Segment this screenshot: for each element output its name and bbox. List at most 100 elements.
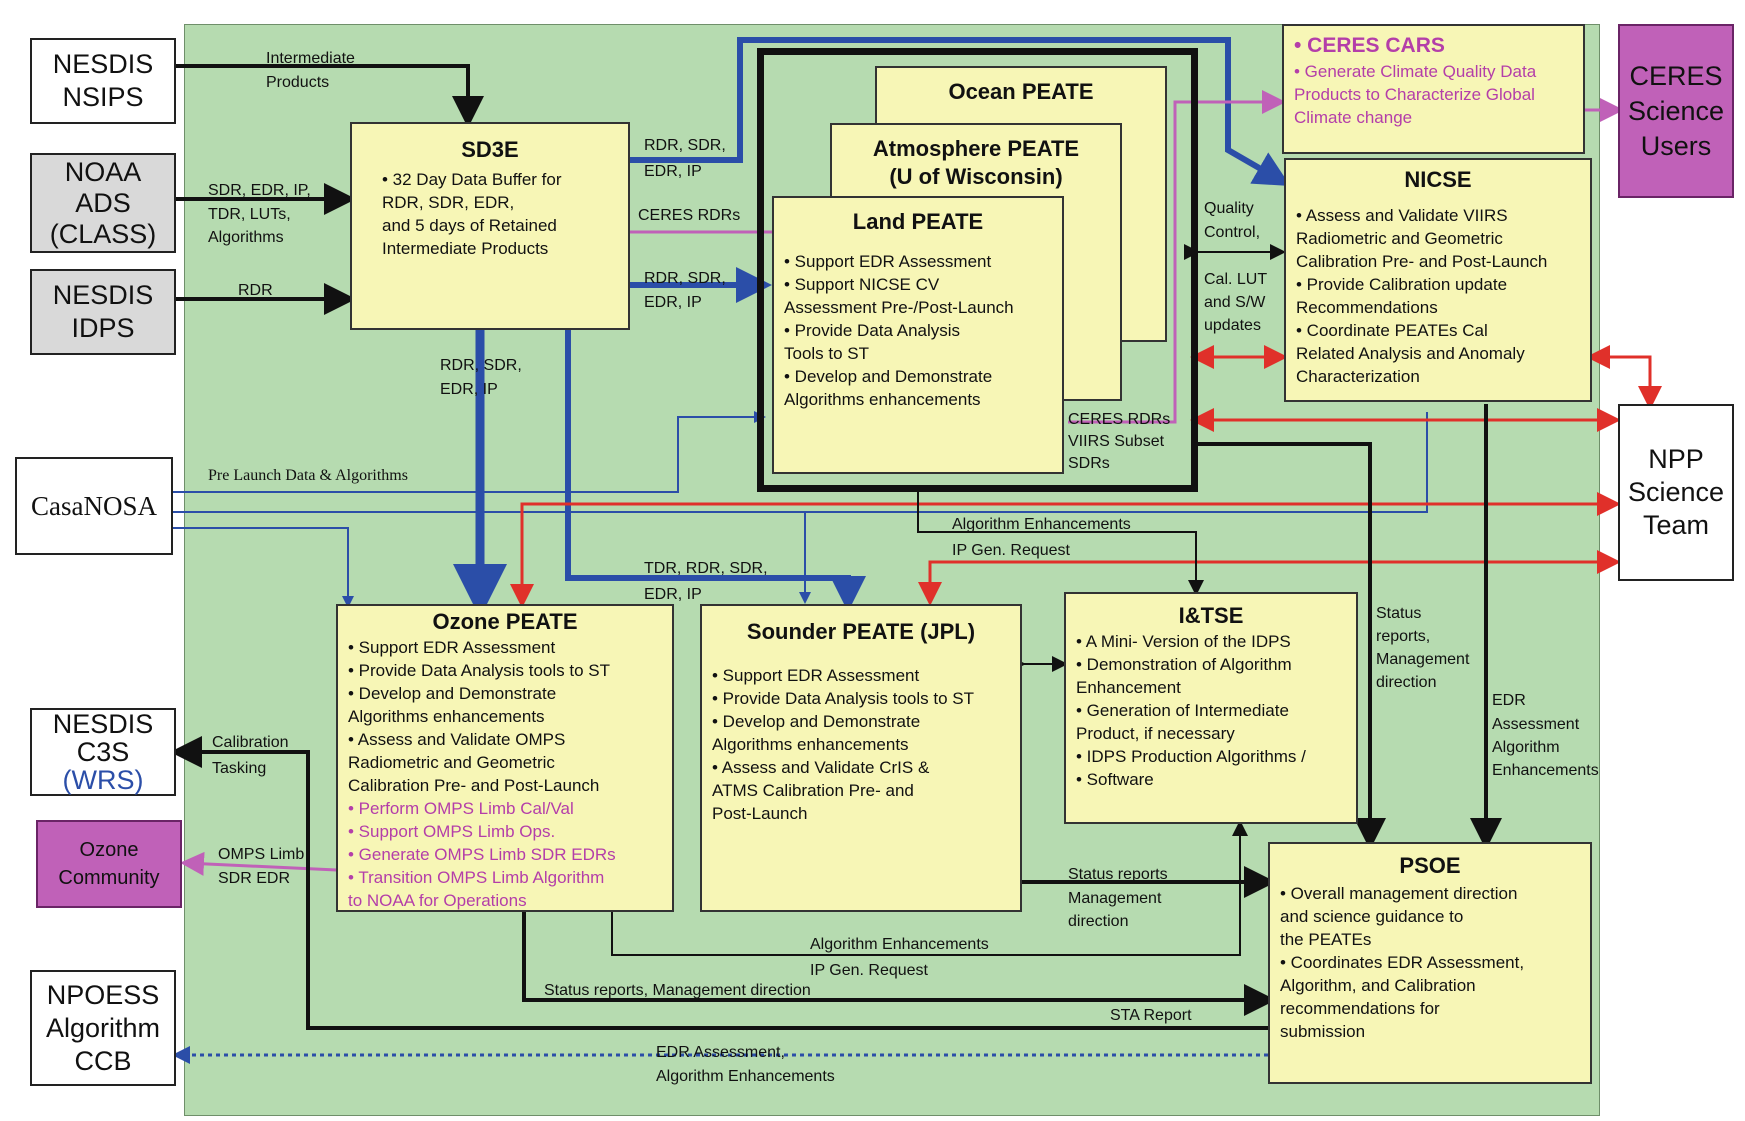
ocean-peate-title: Ocean PEATE: [948, 79, 1094, 104]
psoe-line: and science guidance to: [1280, 907, 1464, 926]
sd3e-text: • 32 Day Data Buffer for RDR, SDR, EDR, …: [352, 164, 628, 264]
ozone-line: Algorithms enhancements: [348, 707, 545, 726]
psoe-line: • Overall management direction: [1280, 884, 1518, 903]
ozone-line: • Develop and Demonstrate: [348, 684, 557, 703]
sd3e-line: • 32 Day Data Buffer for: [382, 170, 562, 189]
ozone-line: Calibration Pre- and Post-Launch: [348, 776, 600, 795]
ceres-cars-box: • CERES CARS • Generate Climate Quality …: [1282, 24, 1585, 154]
npoess-ccb-label: NPOESS Algorithm CCB: [45, 979, 161, 1076]
psoe-title: PSOE: [1399, 853, 1461, 878]
label-updates: updates: [1204, 317, 1261, 334]
label-status-1: Status: [1376, 605, 1422, 622]
nicse-line: • Coordinate PEATEs Cal: [1296, 321, 1488, 340]
label-edr-assess-3: Algorithm: [1492, 739, 1560, 756]
label-viirs-subset: VIIRS Subset: [1068, 433, 1165, 450]
label-sta-report: STA Report: [1110, 1007, 1192, 1024]
label-edr-assess-1: EDR: [1492, 692, 1526, 709]
land-line: • Develop and Demonstrate: [784, 367, 993, 386]
label-ceres-rdrs2: CERES RDRs: [1068, 411, 1171, 428]
label-omps-limb-1: OMPS Limb: [218, 846, 305, 863]
nesdis-c3s-label: NESDIS C3S: [52, 709, 154, 767]
ceres-cars-title: • CERES CARS: [1294, 34, 1445, 57]
ozone-line: • Support EDR Assessment: [348, 638, 556, 657]
label-edr-assess-4: Enhancements: [1492, 762, 1599, 779]
itse-title: I&TSE: [1178, 603, 1244, 628]
land-line: • Provide Data Analysis: [784, 321, 961, 340]
psoe-text: • Overall management direction and scien…: [1270, 880, 1590, 1047]
label-rdr-sdr-1: RDR, SDR,: [644, 137, 726, 154]
label-rdr-sdr-2: RDR, SDR,: [644, 270, 726, 287]
label-algorithms: Algorithms: [208, 229, 284, 246]
psoe-line: recommendations for: [1280, 999, 1440, 1018]
itse-box: I&TSE • A Mini- Version of the IDPS • De…: [1064, 592, 1358, 824]
sd3e-line: and 5 days of Retained: [382, 216, 557, 235]
ozone-peate-title: Ozone PEATE: [432, 609, 578, 634]
label-status-mid-3: direction: [1068, 913, 1129, 930]
land-line: Assessment Pre-/Post-Launch: [784, 298, 1014, 317]
label-status-4: direction: [1376, 674, 1437, 691]
sounder-peate-box: Sounder PEATE (JPL) • Support EDR Assess…: [700, 604, 1022, 912]
noaa-ads-box: NOAA ADS (CLASS): [30, 153, 176, 253]
ozone-pink-line: • Perform OMPS Limb Cal/Val: [348, 799, 574, 818]
ozone-pink-line: • Transition OMPS Limb Algorithm: [348, 868, 605, 887]
sounder-peate-text: • Support EDR Assessment • Provide Data …: [702, 660, 1020, 829]
land-line: • Support NICSE CV: [784, 275, 940, 294]
npoess-ccb-box: NPOESS Algorithm CCB: [30, 970, 176, 1086]
nicse-line: • Assess and Validate VIIRS: [1296, 206, 1508, 225]
label-ip-gen-top: IP Gen. Request: [952, 542, 1070, 559]
ozone-line: • Assess and Validate OMPS: [348, 730, 566, 749]
nicse-line: Calibration Pre- and Post-Launch: [1296, 252, 1548, 271]
ozone-line: Radiometric and Geometric: [348, 753, 555, 772]
itse-line: Enhancement: [1076, 678, 1181, 697]
label-cal-lut: Cal. LUT: [1204, 271, 1268, 288]
nesdis-nsips-box: NESDIS NSIPS: [30, 38, 176, 124]
casanosa-box: CasaNOSA: [15, 457, 173, 555]
ads-label: ADS: [75, 187, 131, 218]
itse-line: Product, if necessary: [1076, 724, 1235, 743]
label-edr-ip-4: EDR, IP: [644, 586, 702, 603]
sounder-line: Algorithms enhancements: [712, 735, 909, 754]
npp-team-label: NPP Science Team: [1627, 444, 1725, 540]
ceres-cars-line: Products to Characterize Global: [1294, 85, 1535, 104]
sounder-line: • Assess and Validate CrIS &: [712, 758, 930, 777]
sd3e-title: SD3E: [461, 137, 519, 162]
label-cal-tasking-2: Tasking: [212, 760, 267, 777]
casanosa-label: CasaNOSA: [31, 490, 157, 521]
ceres-cars-text: • CERES CARS • Generate Climate Quality …: [1284, 26, 1583, 133]
label-rdr-sdr-3: RDR, SDR,: [440, 357, 522, 374]
ozone-line: • Provide Data Analysis tools to ST: [348, 661, 611, 680]
ceres-users-box: CERES Science Users: [1618, 24, 1734, 198]
label-edr-ip-2: EDR, IP: [644, 294, 702, 311]
sounder-line: ATMS Calibration Pre- and: [712, 781, 914, 800]
nicse-title: NICSE: [1404, 167, 1472, 192]
land-peate-text: • Support EDR Assessment • Support NICSE…: [774, 246, 1062, 415]
ozone-pink-line: to NOAA for Operations: [348, 891, 527, 910]
label-status-2: reports,: [1376, 628, 1431, 645]
itse-line: • Software: [1076, 770, 1154, 789]
itse-line: • Generation of Intermediate: [1076, 701, 1289, 720]
ozone-community-label: Ozone Community: [58, 839, 160, 889]
class-label: (CLASS): [49, 218, 157, 249]
label-edr-ip-1: EDR, IP: [644, 163, 702, 180]
label-edr-assess-bottom-2: Algorithm Enhancements: [656, 1068, 835, 1085]
land-peate-box: Land PEATE • Support EDR Assessment • Su…: [772, 196, 1064, 474]
label-alg-enh-top: Algorithm Enhancements: [952, 516, 1131, 533]
psoe-line: • Coordinates EDR Assessment,: [1280, 953, 1525, 972]
sounder-peate-title: Sounder PEATE (JPL): [746, 619, 976, 644]
nicse-line: Characterization: [1296, 367, 1420, 386]
land-peate-title: Land PEATE: [852, 209, 984, 234]
ozone-peate-box: Ozone PEATE • Support EDR Assessment • P…: [336, 604, 674, 912]
label-and-sw: and S/W: [1204, 294, 1266, 311]
label-status-mid-2: Management: [1068, 890, 1162, 907]
nesdis-idps-label: NESDIS IDPS: [52, 280, 154, 343]
psoe-line: the PEATEs: [1280, 930, 1372, 949]
itse-line: • IDPS Production Algorithms /: [1076, 747, 1306, 766]
label-ceres-rdrs: CERES RDRs: [638, 207, 741, 224]
psoe-line: Algorithm, and Calibration: [1280, 976, 1476, 995]
label-tdr-luts: TDR, LUTs,: [208, 206, 291, 223]
itse-line: • Demonstration of Algorithm: [1076, 655, 1292, 674]
nicse-text: • Assess and Validate VIIRS Radiometric …: [1286, 200, 1590, 392]
land-line: Tools to ST: [784, 344, 870, 363]
label-prelaunch: Pre Launch Data & Algorithms: [208, 467, 408, 484]
label-intermediate: Intermediate: [266, 50, 355, 67]
